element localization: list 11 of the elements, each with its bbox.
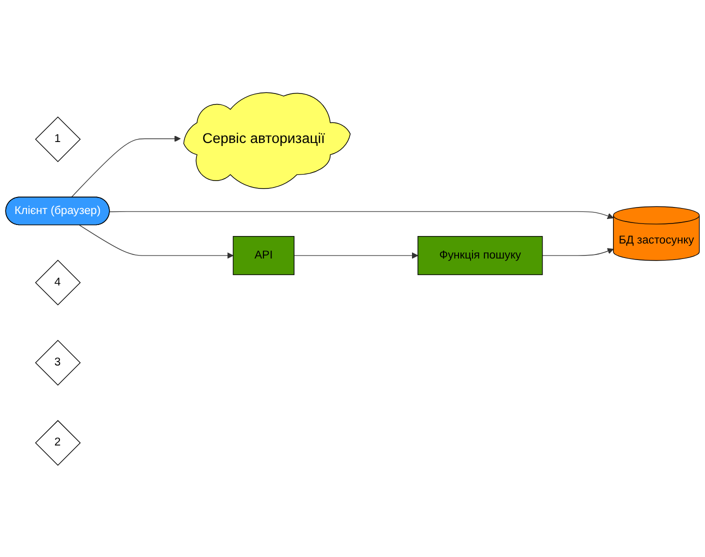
arrow: [294, 252, 418, 258]
arrow: [79, 224, 234, 258]
arrow: [542, 248, 614, 256]
arrow: [70, 135, 181, 198]
node-box: Функція пошуку: [418, 236, 543, 275]
arrow: [109, 210, 614, 219]
node-diamond: 4: [35, 259, 81, 305]
node-box: API: [232, 236, 294, 275]
node-diamond: 1: [35, 116, 81, 162]
node-diamond: 2: [35, 420, 81, 466]
node-diamond: 3: [35, 339, 81, 386]
